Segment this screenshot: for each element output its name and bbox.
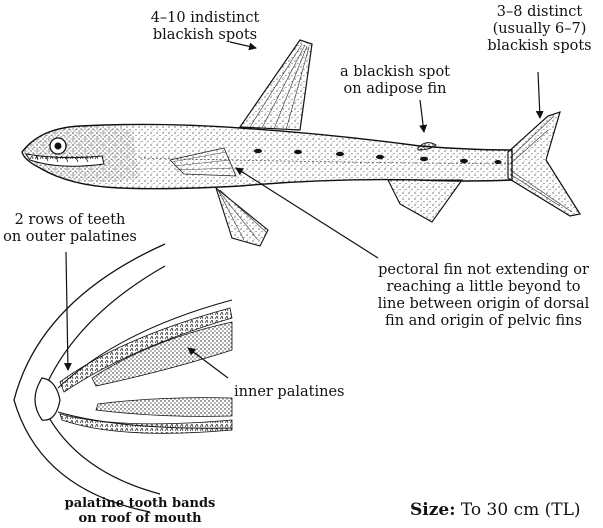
label-pectoral-fin-line2: reaching a little beyond to: [366, 279, 601, 296]
outer-palatine-band-lower: [60, 414, 232, 433]
inner-palatine-band-lower: [96, 398, 232, 417]
label-inner-palatines-text: inner palatines: [234, 384, 344, 400]
label-teeth-rows-line1: 2 rows of teeth: [0, 212, 140, 229]
anal-fin: [388, 180, 462, 222]
label-dorsal-spots-line2: blackish spots: [130, 27, 280, 44]
palatine-caption: palatine tooth bands on roof of mouth: [50, 496, 230, 526]
fish-eye: [50, 138, 66, 154]
arrow-teeth-rows: [66, 252, 68, 370]
arrow-adipose-spot: [420, 100, 424, 132]
size-value: To 30 cm (TL): [461, 500, 581, 520]
dorsal-fin: [240, 40, 312, 130]
palatine-caption-line2: on roof of mouth: [50, 511, 230, 526]
label-caudal-spots-line3: blackish spots: [482, 38, 597, 55]
label-teeth-rows: 2 rows of teeth on outer palatines: [0, 212, 140, 246]
label-caudal-spots: 3–8 distinct (usually 6–7) blackish spot…: [482, 4, 597, 55]
label-pectoral-fin-line4: fin and origin of pelvic fins: [366, 313, 601, 330]
size-label: Size:: [410, 500, 455, 520]
label-teeth-rows-line2: on outer palatines: [0, 229, 140, 246]
label-adipose-spot-line2: on adipose fin: [330, 81, 460, 98]
label-pectoral-fin-line1: pectoral fin not extending or: [366, 262, 601, 279]
palatine-caption-line1: palatine tooth bands: [50, 496, 230, 511]
label-pectoral-fin: pectoral fin not extending or reaching a…: [366, 262, 601, 330]
label-adipose-spot: a blackish spot on adipose fin: [330, 64, 460, 98]
palatine-diagram: [14, 244, 232, 512]
caudal-fin: [508, 112, 580, 216]
label-dorsal-spots-line1: 4–10 indistinct: [130, 10, 280, 27]
label-pectoral-fin-line3: line between origin of dorsal: [366, 296, 601, 313]
label-adipose-spot-line1: a blackish spot: [330, 64, 460, 81]
label-inner-palatines: inner palatines: [234, 384, 344, 401]
label-caudal-spots-line2: (usually 6–7): [482, 21, 597, 38]
arrow-caudal-spots: [538, 72, 540, 118]
label-caudal-spots-line1: 3–8 distinct: [482, 4, 597, 21]
snout-tip: [35, 378, 60, 420]
label-dorsal-spots: 4–10 indistinct blackish spots: [130, 10, 280, 44]
size-info: Size: To 30 cm (TL): [410, 500, 581, 520]
pelvic-fin: [216, 188, 268, 246]
